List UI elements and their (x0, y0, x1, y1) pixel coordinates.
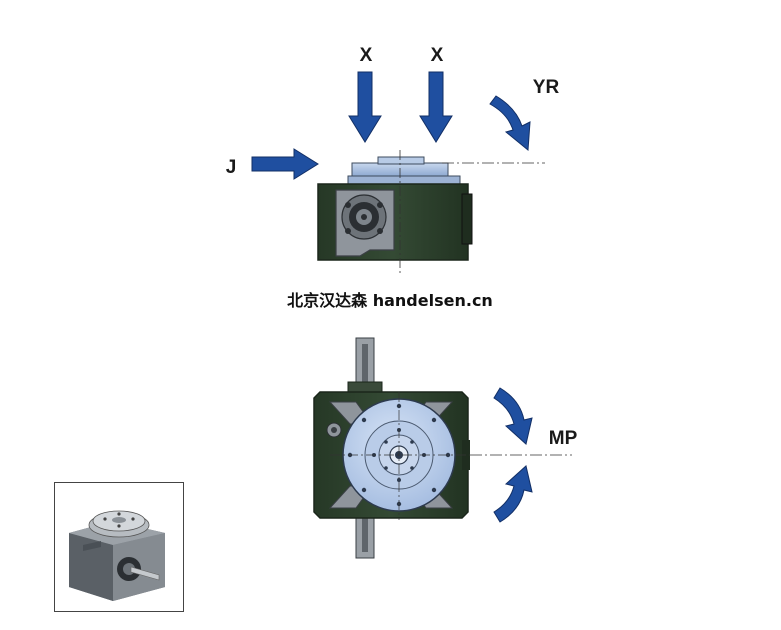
x-label-left: X (360, 45, 373, 66)
x-force-arrow-left (348, 71, 382, 143)
j-force-arrow (251, 148, 319, 180)
yr-moment-arrow (489, 95, 531, 151)
top-view-unit (313, 337, 572, 559)
mp-moment-arrow-top (493, 387, 533, 445)
mp-moment-arrow-bottom (493, 465, 533, 523)
j-label: J (226, 157, 237, 178)
x-force-arrow-right (419, 71, 453, 143)
side-view-unit (317, 150, 545, 274)
product-3d-icon (69, 510, 165, 601)
x-label-right: X (431, 45, 444, 66)
mp-label: MP (549, 428, 578, 449)
watermark-text: 北京汉达森 handelsen.cn (287, 291, 493, 310)
yr-label: YR (533, 77, 560, 98)
product-thumbnail (54, 482, 184, 612)
